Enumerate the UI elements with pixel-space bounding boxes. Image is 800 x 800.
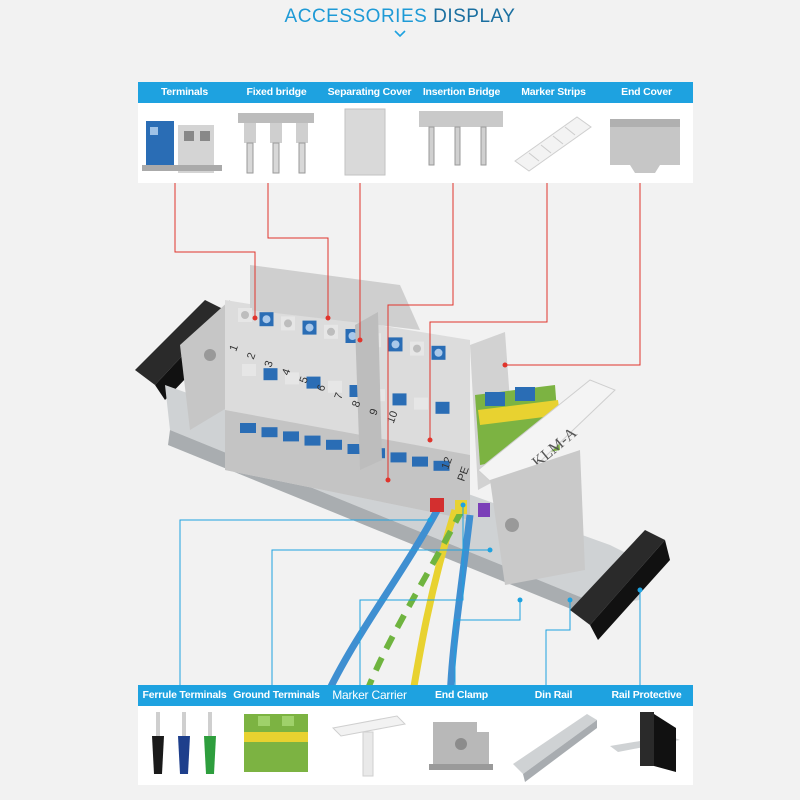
terminal-number: 7 [333, 391, 346, 401]
blue-base [240, 423, 256, 433]
title-accent: ACCESSORIES [284, 6, 428, 27]
screw-cell [435, 401, 450, 414]
end-clamp-icon [429, 722, 493, 770]
terminal-number: 1 [228, 343, 241, 353]
card-label: Terminals [138, 82, 231, 103]
terminal-number: 6 [315, 383, 328, 393]
screw-cell [306, 376, 321, 389]
card-label: Din Rail [507, 685, 600, 706]
screw-cell [328, 380, 342, 393]
card-label: Fixed bridge [230, 82, 323, 103]
chevron-down-icon [394, 30, 406, 38]
card-end-clamp[interactable]: End Clamp [415, 685, 508, 785]
insertion-bridge-icon [419, 111, 503, 166]
card-label: Insertion Bridge [415, 82, 508, 103]
terminal-number: 4 [280, 367, 293, 377]
card-din-rail[interactable]: Din Rail [507, 685, 600, 785]
card-label: End Clamp [415, 685, 508, 706]
card-insertion-bridge[interactable]: Insertion Bridge [415, 82, 508, 183]
card-label: End Cover [600, 82, 693, 103]
card-end-cover[interactable]: End Cover [600, 82, 693, 183]
card-label: Ground Terminals [230, 685, 323, 706]
terminal-blocks-icon [142, 121, 222, 173]
terminal-number: 10 [385, 409, 400, 425]
blue-base [304, 435, 321, 446]
pe-label: PE [456, 465, 472, 483]
card-label: Rail Protective [600, 685, 693, 706]
terminal-number: 9 [368, 407, 381, 417]
blue-base [283, 431, 299, 442]
card-label: Marker Carrier [323, 685, 416, 706]
card-label: Marker Strips [507, 82, 600, 103]
card-fixed-bridge[interactable]: Fixed bridge [230, 82, 323, 183]
terminal-number: 5 [298, 375, 311, 385]
ferrule-terminals-icon [152, 712, 216, 774]
pe-label: 12 [440, 455, 455, 471]
blue-base [261, 427, 278, 438]
card-label: Ferrule Terminals [138, 685, 231, 706]
blue-base [347, 444, 364, 454]
marker-carrier-icon [331, 715, 407, 777]
card-marker-strips[interactable]: Marker Strips [507, 82, 600, 183]
card-label: Separating Cover [323, 82, 416, 103]
blue-base [433, 460, 450, 471]
card-separating-cover[interactable]: Separating Cover [323, 82, 416, 183]
fixed-bridge-icon [238, 113, 314, 174]
end-cover-icon [610, 119, 680, 173]
right-rail-protective-icon [570, 530, 670, 640]
terminal-number: 3 [263, 359, 276, 369]
blue-base [412, 456, 428, 467]
marker-strips-icon [514, 116, 592, 172]
terminal-number: 2 [245, 351, 258, 361]
card-rail-protective[interactable]: Rail Protective [600, 685, 693, 785]
card-ground-terminals[interactable]: Ground Terminals [230, 685, 323, 785]
screw-cell [285, 372, 299, 385]
din-rail-icon [513, 714, 597, 782]
screw-cell [392, 393, 407, 406]
screw-cell [263, 368, 278, 381]
ground-terminal-icon [244, 714, 308, 772]
rail-protective-icon [610, 712, 680, 772]
terminal-number: 8 [350, 399, 363, 409]
card-ferrule-terminals[interactable]: Ferrule Terminals [138, 685, 231, 785]
title-rest: DISPLAY [433, 6, 516, 27]
screw-cell [242, 364, 256, 376]
blue-base [390, 452, 407, 463]
blue-base [326, 439, 342, 450]
separating-cover-icon [344, 108, 386, 176]
card-terminals[interactable]: Terminals [138, 82, 231, 183]
card-marker-carrier[interactable]: Marker Carrier [323, 685, 416, 785]
page-title: ACCESSORIES DISPLAY [0, 6, 800, 28]
screw-cell [414, 397, 428, 410]
